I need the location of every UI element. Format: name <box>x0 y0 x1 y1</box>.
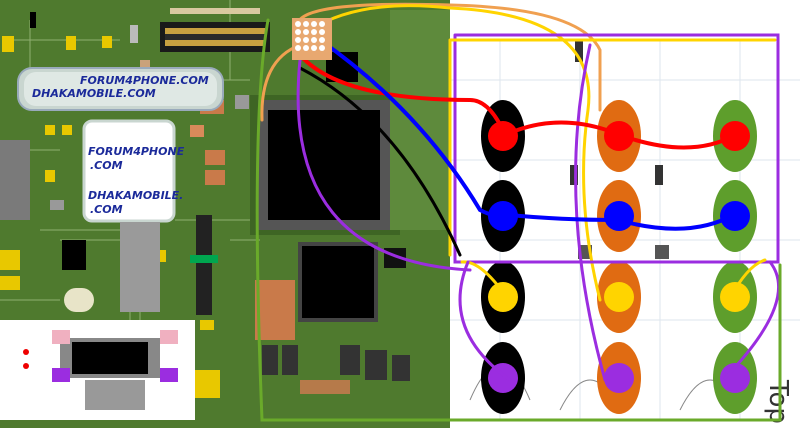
watermark-box <box>82 119 176 223</box>
wire-red <box>298 53 737 150</box>
pad-contact-middle-row4 <box>604 363 634 393</box>
wire-green-loop <box>255 18 782 422</box>
pad-contact-left-row3 <box>488 282 518 312</box>
small-components <box>0 8 260 330</box>
pad-contact-middle-row3 <box>604 282 634 312</box>
watermark-top <box>17 67 224 111</box>
wire-yellow-keys <box>460 258 767 300</box>
pad-contact-left-row1 <box>488 121 518 151</box>
watermark-box-line4: .COM <box>90 203 123 216</box>
pad-contact-right-row4 <box>720 363 750 393</box>
watermark-top-line2: DHAKAMOBILE.COM <box>32 87 156 100</box>
switch-inset <box>0 320 195 420</box>
wire-black <box>298 66 462 257</box>
wire-orange-top <box>296 2 602 112</box>
wire-purple-frame <box>453 33 780 264</box>
flex-connector <box>160 22 270 52</box>
wire-blue <box>318 38 737 231</box>
memory-chip <box>298 242 378 322</box>
wire-purple-board <box>296 58 472 272</box>
test-points <box>292 18 332 60</box>
watermark-box-line3: DHAKAMOBILE. <box>88 189 183 202</box>
wire-purple-keys <box>458 43 781 382</box>
watermark-box-line1: FORUM4PHONE <box>88 145 185 158</box>
pad-contact-right-row3 <box>720 282 750 312</box>
wire-yellow-frame <box>448 38 777 257</box>
pad-contact-middle-row2 <box>604 201 634 231</box>
side-connector <box>0 140 30 220</box>
watermark-box-line2: .COM <box>90 159 123 172</box>
watermark-top-line1: FORUM4PHONE.COM <box>80 74 209 87</box>
panel-label-top: Top <box>763 379 793 424</box>
